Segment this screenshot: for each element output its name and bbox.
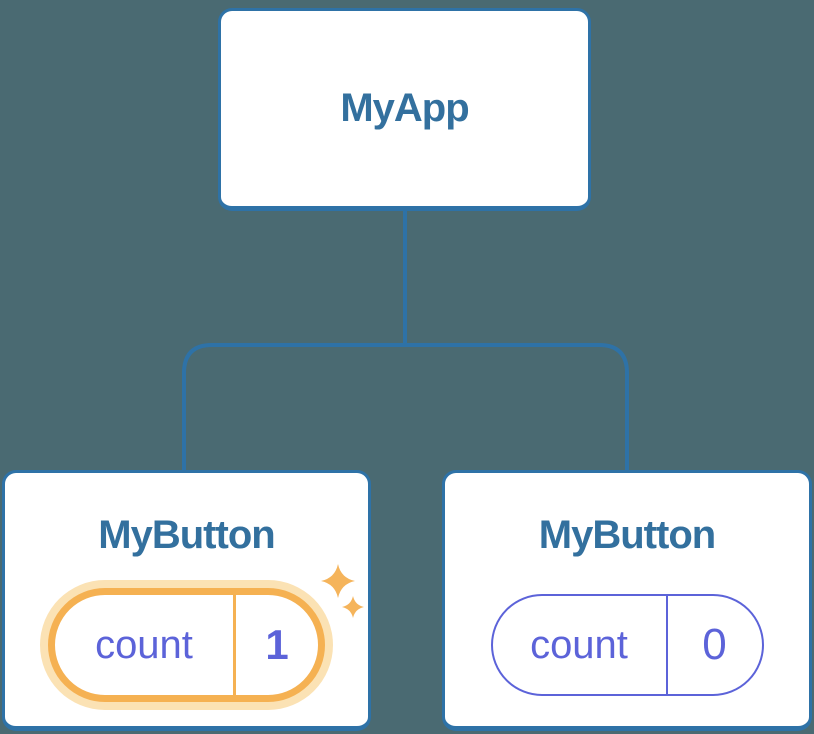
- child-card-label: MyButton: [98, 513, 275, 557]
- child-card-button-1: MyButton count 1: [2, 470, 371, 731]
- pill-divider: [665, 596, 668, 694]
- state-value: 1: [265, 621, 289, 668]
- state-value: 0: [702, 620, 727, 669]
- child-card-button-2: MyButton count 0: [442, 470, 812, 731]
- sparkle-large: [321, 564, 355, 598]
- state-pill: count 0: [490, 594, 764, 696]
- child-card-label: MyButton: [538, 513, 716, 557]
- sparkle-small: [342, 596, 364, 618]
- sparkles-icon: [321, 564, 364, 618]
- root-card-label: MyApp: [340, 86, 469, 130]
- state-key-label: count: [530, 622, 628, 667]
- pill-divider: [233, 595, 236, 695]
- state-key-label: count: [95, 622, 193, 667]
- state-pill-highlighted: count 1: [48, 588, 325, 702]
- children-bracket-line: [182, 343, 629, 471]
- root-card: MyApp: [218, 8, 591, 211]
